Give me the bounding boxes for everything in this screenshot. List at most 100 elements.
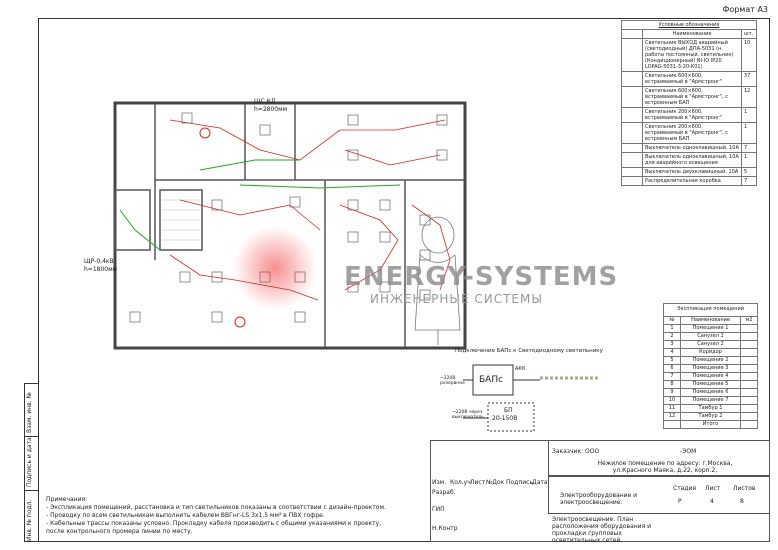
room-name: Помещение 4 bbox=[680, 372, 741, 381]
room-no: 7 bbox=[663, 372, 681, 381]
room-area bbox=[740, 404, 758, 413]
legend-symbol bbox=[621, 107, 643, 123]
room-name: Помещение 2 bbox=[680, 356, 741, 365]
legend-row: Светильник 600×600, встраиваемый в "Армс… bbox=[621, 86, 757, 108]
room-area bbox=[740, 348, 758, 357]
room-area bbox=[740, 372, 758, 381]
rooms-total: Итого bbox=[680, 420, 741, 429]
panel2-height: h=2800мм bbox=[254, 106, 288, 113]
rooms-col-name: Наименование bbox=[680, 316, 741, 325]
room-no: 4 bbox=[663, 348, 681, 357]
legend-row-qty: 37 bbox=[741, 71, 757, 87]
stamp-col-5: Дата bbox=[532, 479, 548, 486]
room-name: Санузел 2 bbox=[680, 340, 741, 349]
legend-col-qty: шт. bbox=[741, 29, 757, 39]
legend-title: Условные обозначения bbox=[621, 20, 757, 30]
bp-box-label: БП bbox=[504, 407, 513, 414]
legend-symbol bbox=[621, 38, 643, 72]
stamp-code: -ЭОМ bbox=[680, 448, 697, 455]
notes-title: Примечания: bbox=[46, 496, 88, 503]
watermark-brand: ENERGY-SYSTEMS bbox=[344, 262, 619, 292]
room-name: Помещение 7 bbox=[680, 396, 741, 405]
legend-row-name: Светильник ВЫХОД аварийный (светодиодный… bbox=[642, 38, 742, 72]
legend-col-name: Наименование bbox=[642, 29, 742, 39]
side-stamp: Инв. № подл. Подпись и дата Взам. инв. № bbox=[24, 383, 39, 542]
legend-row-name: Светильник 600×600, встраиваемый в "Армс… bbox=[642, 71, 742, 87]
legend-symbol bbox=[621, 122, 643, 144]
stamp-sheets: 8 bbox=[740, 498, 744, 505]
room-area bbox=[740, 324, 758, 333]
room-no: 2 bbox=[663, 332, 681, 341]
room-no: 3 bbox=[663, 340, 681, 349]
legend-row-qty: 7 bbox=[741, 176, 757, 186]
room-name: Помещение 6 bbox=[680, 388, 741, 397]
legend-row-qty: 7 bbox=[741, 143, 757, 153]
legend-symbol bbox=[621, 143, 643, 153]
legend-row-qty: 1 bbox=[741, 152, 757, 168]
bp-box-value: 20-150В bbox=[492, 415, 518, 422]
room-name: Тамбур 1 bbox=[680, 404, 741, 413]
stamp-drawing: Электроосвещение. План расположения обор… bbox=[552, 516, 651, 544]
bap-input-switch: ~220В через выключатель bbox=[452, 410, 484, 420]
stamp-col-1: Кол.уч bbox=[450, 479, 471, 486]
stamp-sheets-h: Листов bbox=[733, 485, 756, 492]
rooms-col-no: № bbox=[663, 316, 681, 325]
legend-row-qty: 5 bbox=[741, 167, 757, 177]
legend-row-name: Выключатель одноклавишный, 10А для авари… bbox=[642, 152, 742, 168]
akk-label: АКК bbox=[515, 366, 526, 372]
legend-row: Светильник 200×600, встраиваемый в "Армс… bbox=[621, 107, 757, 123]
room-no: 6 bbox=[663, 364, 681, 373]
stamp-row-gip: ГИП bbox=[432, 506, 445, 513]
legend-row-name: Выключатель одноклавишный, 10А bbox=[642, 143, 742, 153]
panel-height: h=1800мм bbox=[84, 266, 118, 273]
watermark-subtitle: ИНЖЕНЕРНЫЕ СИСТЕМЫ bbox=[370, 292, 543, 306]
stamp-col-2: Лист bbox=[470, 479, 486, 486]
room-area bbox=[740, 364, 758, 373]
title-block: Заказчик: ООО -ЭОМ Нежилое помещение по … bbox=[430, 440, 770, 544]
legend-row-name: Выключатель двухклавишный, 10А bbox=[642, 167, 742, 177]
room-area bbox=[740, 380, 758, 389]
legend-row: Светильник ВЫХОД аварийный (светодиодный… bbox=[621, 38, 757, 72]
legend-row-qty: 1 bbox=[741, 107, 757, 123]
legend-row-qty: 12 bbox=[741, 86, 757, 108]
room-no: 9 bbox=[663, 388, 681, 397]
bap-box-label: БАПс bbox=[479, 375, 504, 385]
legend-row-qty: 1 bbox=[741, 122, 757, 144]
drawing-frame bbox=[38, 18, 770, 542]
stamp-col-4: Подпись bbox=[506, 479, 533, 486]
stamp-object: Нежилое помещение по адресу: г.Москва, у… bbox=[597, 460, 733, 474]
stamp-stage-h: Стадия bbox=[673, 485, 697, 492]
rooms-col-area: м2 bbox=[740, 316, 758, 325]
bap-input-reserve: ~220В резервное bbox=[440, 376, 465, 386]
stamp-sheet-h: Лист bbox=[705, 485, 721, 492]
panel2-label: ЩС КЛ bbox=[254, 98, 276, 105]
room-name: Помещение 5 bbox=[680, 380, 741, 389]
notes-line-3: - Кабельные трассы показаны условно. Про… bbox=[46, 520, 382, 536]
stamp-section: Электрооборудование и электроосвещение. bbox=[560, 492, 638, 506]
bap-scheme-title: Подключение БАПс к Светодиодному светиль… bbox=[455, 348, 603, 354]
room-name: Тамбур 2 bbox=[680, 412, 741, 421]
legend-symbol bbox=[621, 86, 643, 108]
stamp-stage: Р bbox=[678, 498, 682, 505]
legend-row-name: Светильник 200×600, встраиваемый в "Армс… bbox=[642, 107, 742, 123]
notes: Примечания: - Экспликация помещений, рас… bbox=[46, 496, 386, 536]
stamp-col-0: Изм. bbox=[432, 479, 447, 486]
room-area bbox=[740, 332, 758, 341]
stamp-row-dev: Разраб. bbox=[432, 489, 456, 496]
room-name: Санузел 1 bbox=[680, 332, 741, 341]
legend-symbol bbox=[621, 176, 643, 186]
room-no: 11 bbox=[663, 404, 681, 413]
